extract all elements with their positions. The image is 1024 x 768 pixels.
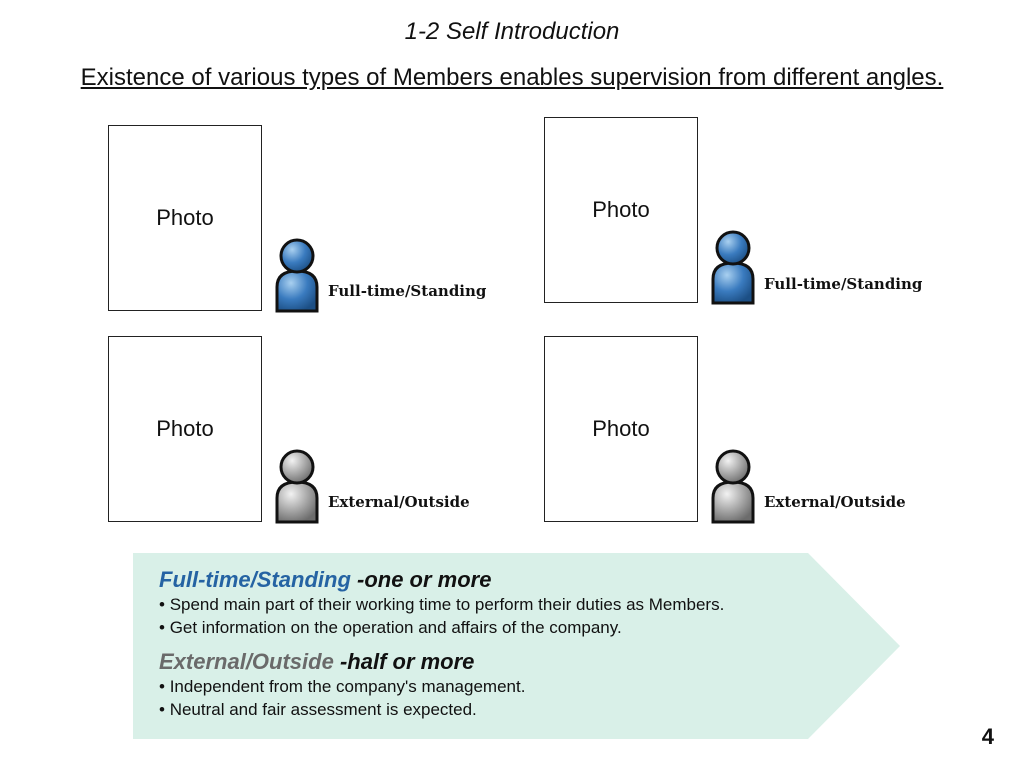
fulltime-bullet: • Get information on the operation and a… [159,618,622,637]
external-heading: External/Outside -half or more [159,649,859,675]
member-photo-placeholder: Photo [108,125,262,311]
member-photo-placeholder: Photo [544,117,698,303]
photo-label: Photo [592,416,650,441]
arrow-shape [133,553,900,739]
member-types-info-panel: Full-time/Standing -one or more • Spend … [133,553,900,739]
person-icon [275,238,319,313]
fulltime-qualifier: -one or more [350,567,492,592]
photo-label: Photo [156,205,214,230]
external-qualifier: -half or more [333,649,475,674]
external-bullet: • Neutral and fair assessment is expecte… [159,700,477,719]
person-icon [711,230,755,305]
person-icon [275,449,319,524]
photo-label: Photo [156,416,214,441]
photo-label: Photo [592,197,650,222]
member-photo-placeholder: Photo [108,336,262,522]
page-number: 4 [981,724,994,749]
slide-title: 1-2 Self Introduction [404,18,620,45]
member-role-label: External/Outside [328,493,470,511]
fulltime-heading: Full-time/Standing -one or more [159,567,859,593]
fulltime-bullet: • Spend main part of their working time … [159,595,725,614]
person-icon [711,449,755,524]
external-term: External/Outside [159,649,334,674]
member-role-label: Full-time/Standing [764,275,923,293]
slide-subtitle: Existence of various types of Members en… [80,64,944,91]
fulltime-term: Full-time/Standing [159,567,351,592]
member-role-label: Full-time/Standing [328,282,487,300]
external-bullet: • Independent from the company's managem… [159,677,526,696]
member-photo-placeholder: Photo [544,336,698,522]
member-role-label: External/Outside [764,493,906,511]
